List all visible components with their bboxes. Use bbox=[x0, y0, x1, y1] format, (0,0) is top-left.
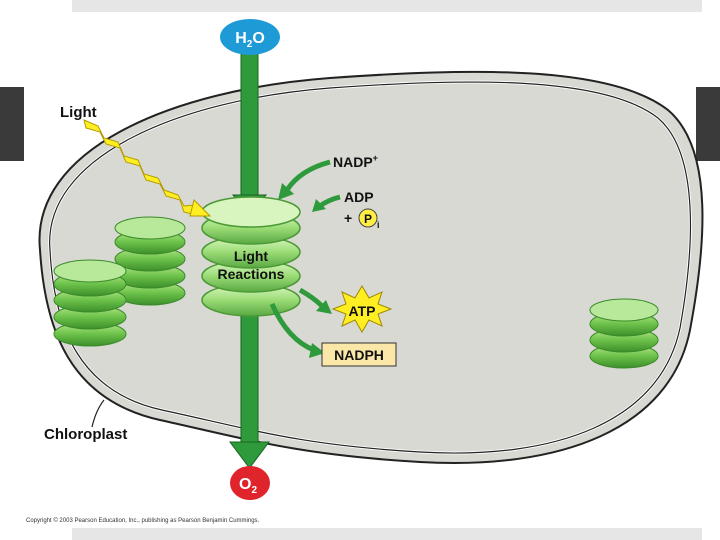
nadph-label: NADPH bbox=[334, 347, 384, 363]
chloroplast-leader-line bbox=[91, 399, 105, 428]
slide-edge-left bbox=[0, 87, 24, 161]
slide-edge-right bbox=[696, 87, 720, 161]
adp-label: ADP bbox=[344, 189, 374, 205]
oxygen-label: O2 bbox=[239, 476, 257, 496]
water-label: H2O bbox=[235, 30, 265, 50]
nadp-label: NADP+ bbox=[333, 153, 378, 170]
water-subscript: 2 bbox=[247, 39, 253, 50]
nadp-superscript: + bbox=[373, 153, 378, 163]
phosphate-subscript: i bbox=[377, 220, 380, 230]
water-h: H bbox=[235, 30, 247, 47]
lightning-bolt-icon bbox=[83, 119, 212, 217]
chloroplast-label: Chloroplast bbox=[44, 426, 127, 443]
light-label: Light bbox=[60, 104, 97, 121]
nadph-arrow bbox=[269, 302, 325, 358]
plus-sign: + bbox=[344, 210, 352, 226]
chloroplast bbox=[38, 70, 704, 464]
frame-bar-bottom bbox=[72, 528, 702, 540]
chloroplast-outer-membrane bbox=[38, 70, 704, 464]
light-reactions-label-line1: Light bbox=[234, 248, 269, 264]
water-badge: H2O bbox=[220, 19, 280, 55]
oxygen-subscript: 2 bbox=[251, 485, 257, 496]
atp-starburst: ATP bbox=[331, 285, 393, 333]
atp-label: ATP bbox=[349, 303, 376, 319]
nadph-box: NADPH bbox=[321, 342, 397, 367]
frame-bar-top bbox=[72, 0, 702, 12]
copyright-notice: Copyright © 2003 Pearson Education, Inc.… bbox=[26, 517, 260, 524]
granum-stack-left-front bbox=[53, 259, 127, 347]
light-reactions-granum: Light Reactions bbox=[201, 196, 301, 317]
phosphate-icon: P bbox=[358, 208, 378, 228]
nadp-text: NADP bbox=[333, 154, 373, 170]
phosphate-label: P bbox=[364, 212, 372, 226]
atp-arrow bbox=[298, 287, 332, 314]
granum-stack-left-back bbox=[114, 216, 186, 306]
oxygen-o: O bbox=[239, 476, 251, 493]
light-reactions-label-line2: Reactions bbox=[218, 266, 285, 282]
adp-arrow bbox=[312, 194, 341, 212]
oxygen-badge: O2 bbox=[230, 466, 270, 500]
water-o: O bbox=[252, 30, 264, 47]
granum-stack-right bbox=[589, 298, 659, 369]
nadp-arrow bbox=[278, 159, 331, 200]
